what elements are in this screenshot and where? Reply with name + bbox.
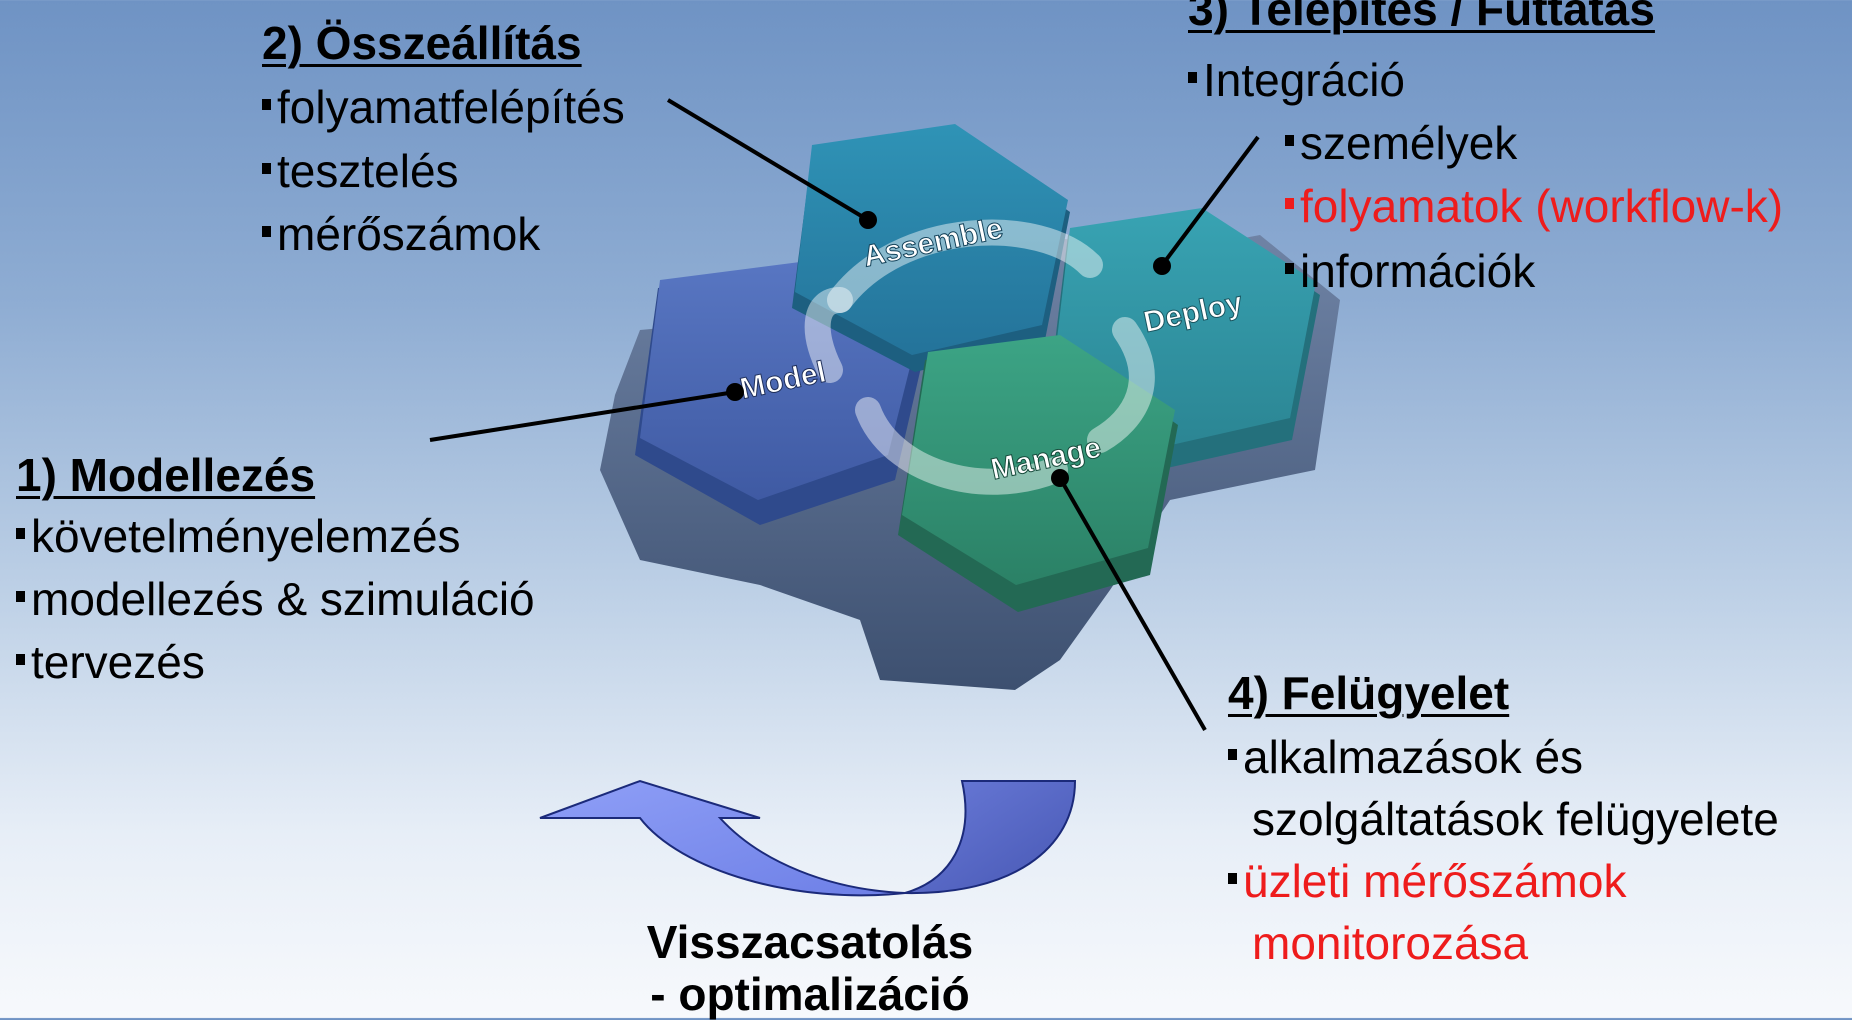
bullet-icon [262,99,271,111]
connector-lines [429,98,1260,731]
modeling-heading: 1) Modellezés [16,449,316,501]
feedback-line2: - optimalizáció [650,968,970,1020]
bullet-icon [262,163,271,175]
bullet-icon [16,528,25,540]
dot-model [726,383,744,401]
connector-modeling [429,390,736,442]
bullet-icon [1285,135,1294,147]
bullet-icon [1228,873,1237,885]
deployment-subitem: folyamatok (workflow-k) [1285,175,1783,238]
feedback-arrow-head [539,779,906,897]
bullet-icon [1285,263,1294,275]
monitoring-item: üzleti mérőszámok [1228,850,1626,913]
monitoring-item: alkalmazások és [1228,726,1583,789]
connector-deployment [1158,135,1260,270]
deployment-heading: 3) Telepítés / Futtatás [1188,0,1655,35]
modeling-item: modellezés & szimuláció [16,568,535,631]
bullet-icon [1188,72,1197,84]
monitoring-item: szolgáltatások felügyelete [1252,793,1779,845]
bullet-icon [262,226,271,238]
dot-deploy [1153,257,1171,275]
deployment-subitem: személyek [1285,112,1517,175]
feedback-line1: Visszacsatolás [646,916,974,968]
manage-hexagon [898,335,1178,612]
assembly-item: mérőszámok [262,203,540,266]
modeling-item: tervezés [16,631,205,694]
dot-assemble [859,211,877,229]
bullet-icon [1228,749,1237,761]
modeling-item: követelményelemzés [16,505,461,568]
monitoring-item: monitorozása [1252,917,1529,969]
feedback-arrow-tail [904,780,1077,895]
dot-manage [1051,469,1069,487]
deployment-item: Integráció [1188,49,1405,112]
bullet-icon [16,591,25,603]
bullet-icon [16,654,25,666]
bullet-icon [1285,198,1294,210]
assembly-item: tesztelés [262,140,459,203]
connector-monitoring [1058,477,1207,731]
monitoring-heading: 4) Felügyelet [1228,667,1510,719]
deployment-subitem: információk [1285,240,1535,303]
feedback-label: Visszacsatolás - optimalizáció [630,916,990,1020]
cycle-arrow [804,219,1155,495]
assembly-heading: 2) Összeállítás [262,17,582,69]
assemble-hexagon [792,124,1070,372]
feedback-arrow [539,779,1077,897]
connector-dots [726,211,1171,487]
connector-assembly [666,98,870,222]
assembly-item: folyamatfelépítés [262,76,625,139]
